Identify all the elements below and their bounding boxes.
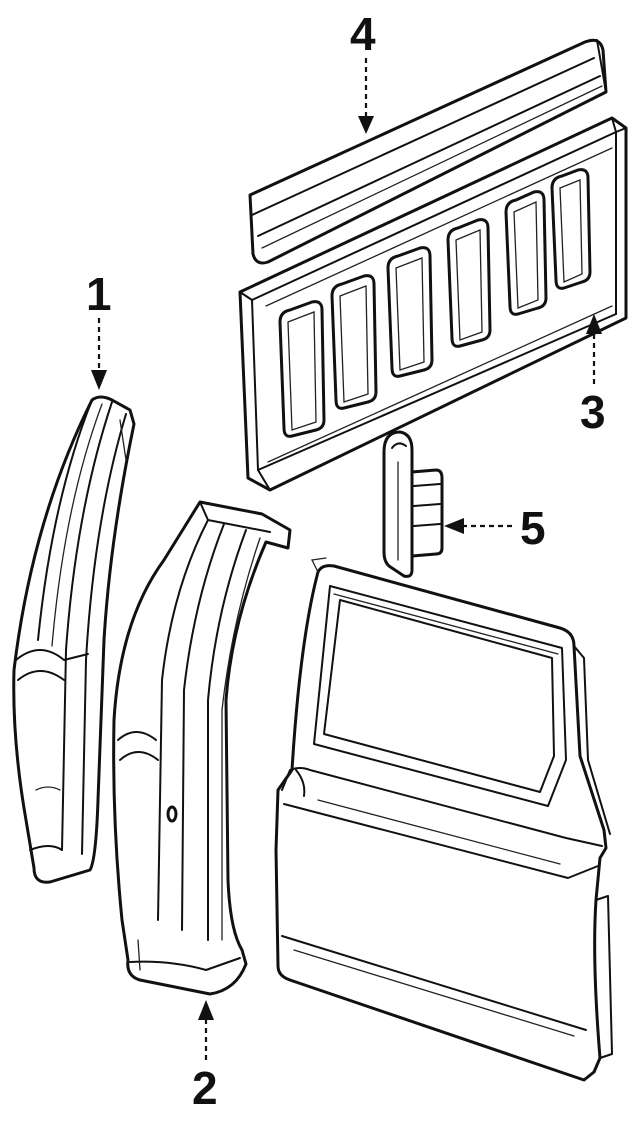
- part-2-pillar: [112, 500, 292, 996]
- callout-2-label: 2: [192, 1062, 218, 1114]
- callout-3-label: 3: [580, 386, 606, 438]
- panel-cutouts: [278, 168, 592, 438]
- callout-4: 4: [350, 8, 376, 134]
- callout-2: 2: [192, 1000, 218, 1114]
- part-3-panel: [238, 116, 628, 492]
- callout-4-label: 4: [350, 8, 376, 60]
- part-5-bracket: [382, 430, 444, 578]
- callout-1: 1: [86, 268, 112, 390]
- door-shell: [274, 557, 613, 1082]
- part-4-molding-strip: [248, 38, 608, 265]
- part-1-pillar: [12, 395, 136, 884]
- callout-1-label: 1: [86, 268, 112, 320]
- callout-5: 5: [444, 502, 546, 554]
- callout-3: 3: [580, 314, 606, 438]
- callout-5-label: 5: [520, 502, 546, 554]
